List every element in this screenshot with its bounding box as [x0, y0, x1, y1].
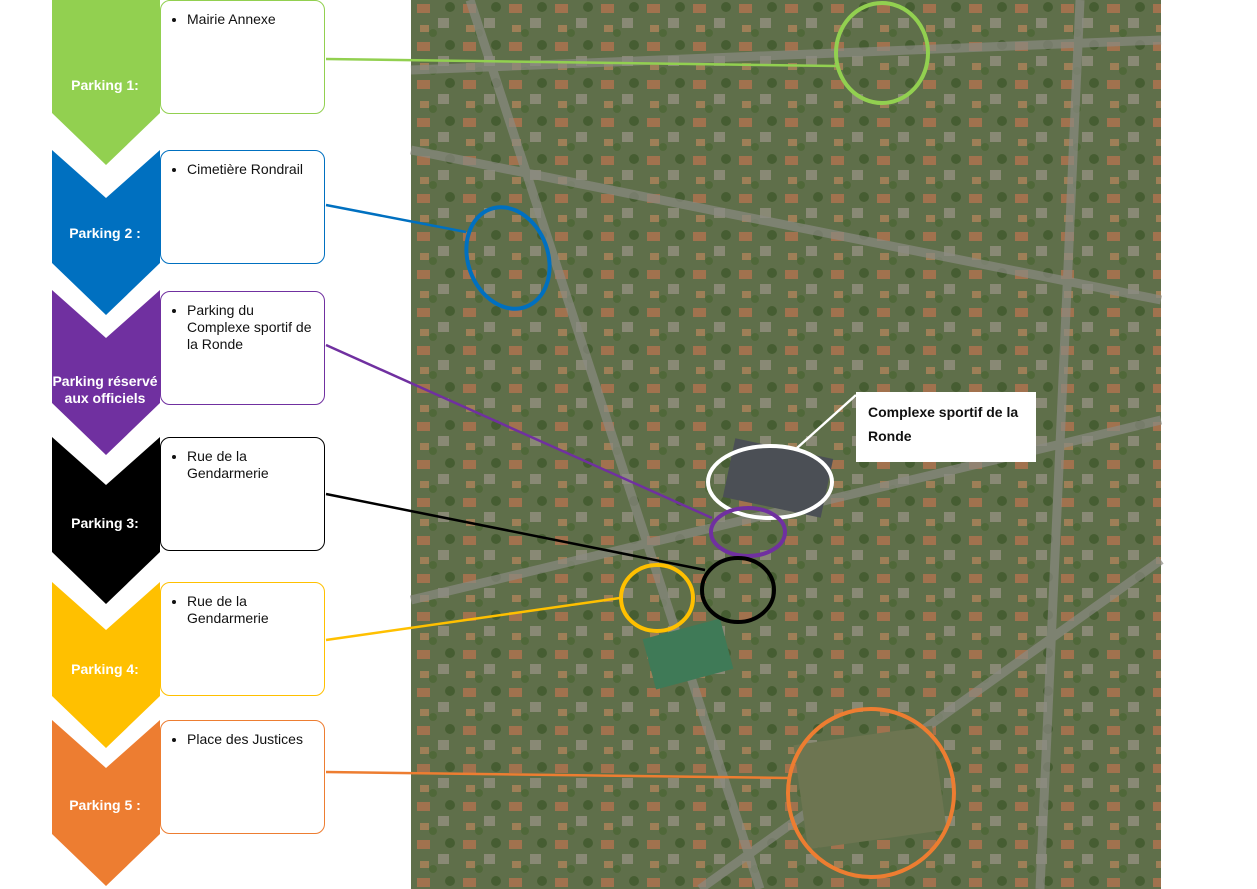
- card-item-parking-reserve: Parking du Complexe sportif de la Ronde: [187, 302, 316, 353]
- chevron-label-parking-2: Parking 2 :: [69, 224, 141, 241]
- card-item-parking-1: Mairie Annexe: [187, 11, 316, 28]
- card-item-parking-2: Cimetière Rondrail: [187, 161, 316, 178]
- chevron-label-parking-1: Parking 1:: [71, 76, 139, 93]
- marker-parking-4: [619, 563, 695, 633]
- connector-complexe: [796, 394, 857, 449]
- chevron-parking-5: [52, 720, 160, 886]
- chevron-label-parking-reserve: Parking réservé aux officiels: [52, 373, 158, 406]
- connector-parking-2: [325, 203, 467, 234]
- card-parking-2: Cimetière Rondrail: [160, 150, 325, 264]
- chevron-parking-reserve: [52, 290, 160, 455]
- marker-parking-3: [700, 556, 776, 624]
- marker-complexe: [706, 444, 834, 520]
- chevron-label-parking-4: Parking 4:: [71, 660, 139, 677]
- parking-markers: [464, 1, 956, 879]
- chevron-parking-4: [52, 582, 160, 748]
- connector-parking-5: [325, 770, 789, 780]
- connector-lines: [325, 57, 857, 780]
- connector-parking-reserve: [325, 343, 713, 520]
- callout-complexe-sportif: Complexe sportif de la Ronde: [856, 392, 1036, 462]
- marker-parking-5: [786, 707, 956, 879]
- marker-parking-2: [464, 205, 552, 311]
- card-item-parking-4: Rue de la Gendarmerie: [187, 593, 316, 627]
- card-parking-4: Rue de la Gendarmerie: [160, 582, 325, 696]
- chevron-parking-1: [52, 0, 160, 165]
- card-item-parking-5: Place des Justices: [187, 731, 316, 748]
- chevron-parking-2: [52, 150, 160, 315]
- chevron-label-parking-3: Parking 3:: [71, 514, 139, 531]
- card-parking-5: Place des Justices: [160, 720, 325, 834]
- parking-chevrons: [52, 0, 160, 886]
- card-parking-reserve: Parking du Complexe sportif de la Ronde: [160, 291, 325, 405]
- card-parking-1: Mairie Annexe: [160, 0, 325, 114]
- marker-parking-reserve: [709, 506, 787, 558]
- card-item-parking-3: Rue de la Gendarmerie: [187, 448, 316, 482]
- chevron-label-parking-5: Parking 5 :: [69, 796, 141, 813]
- connector-parking-1: [325, 57, 837, 68]
- connector-parking-4: [325, 596, 621, 642]
- map-background: [409, 0, 1164, 889]
- marker-parking-1: [834, 1, 930, 105]
- chevron-parking-3: [52, 437, 160, 604]
- card-parking-3: Rue de la Gendarmerie: [160, 437, 325, 551]
- connector-parking-3: [325, 492, 706, 572]
